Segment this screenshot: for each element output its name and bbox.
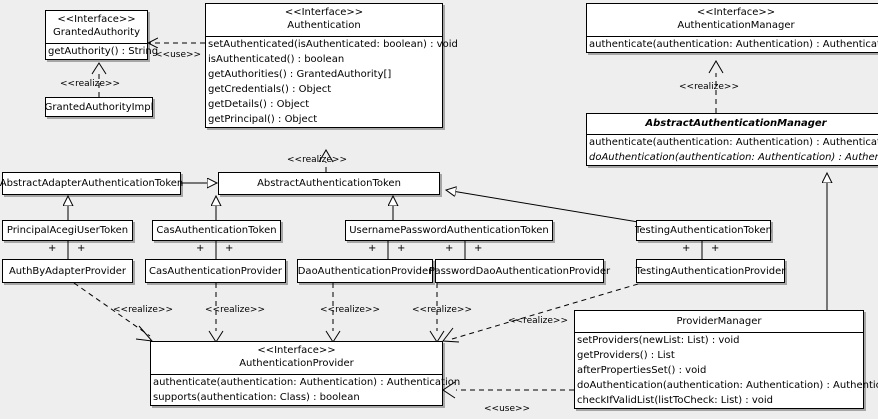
edge-generalization-testingauthenticationtoken <box>446 190 639 223</box>
class-name: PrincipalAcegiUserToken <box>6 225 129 236</box>
edge-label-realize-authenticationmanager: <<realize>> <box>679 82 739 92</box>
class-granted-authority-impl[interactable]: GrantedAuthorityImpl <box>45 97 153 117</box>
class-name: UsernamePasswordAuthenticationToken <box>349 225 549 236</box>
method-item: getAuthority() : String <box>48 46 159 57</box>
class-password-dao-authentication-provider[interactable]: PasswordDaoAuthenticationProvider <box>429 259 610 283</box>
edge-label-realize-authbyadapter: <<realize>> <box>113 305 173 315</box>
class-provider-manager[interactable]: ProviderManager setProviders(newList: Li… <box>574 310 878 409</box>
method-item: setProviders(newList: List) : void <box>577 335 740 346</box>
method-item: getPrincipal() : Object <box>208 114 318 125</box>
class-abstract-authentication-manager[interactable]: AbstractAuthenticationManager authentica… <box>586 113 878 166</box>
class-header: <<Interface>> GrantedAuthority <box>46 11 147 43</box>
class-header: <<Interface>> Authentication <box>206 4 442 36</box>
method-item: doAuthentication(authentication: Authent… <box>589 152 878 163</box>
edge-label-realize-testing: <<realize>> <box>508 316 568 326</box>
edge-label-realize-passworddao: <<realize>> <box>412 305 472 315</box>
methods-compartment: setProviders(newList: List) : void getPr… <box>575 332 878 408</box>
method-item: authenticate(authentication: Authenticat… <box>589 137 878 148</box>
multiplicity-marker: + <box>682 243 691 254</box>
class-name: CasAuthenticationProvider <box>149 265 282 277</box>
multiplicity-marker: + <box>225 243 234 254</box>
method-item: authenticate(authentication: Authenticat… <box>153 377 461 388</box>
class-name: PasswordDaoAuthenticationProvider <box>428 265 611 277</box>
class-name: AbstractAuthenticationToken <box>257 178 401 189</box>
method-item: getProviders() : List <box>577 350 675 361</box>
class-abstract-authentication-token[interactable]: AbstractAuthenticationToken <box>218 172 440 195</box>
multiplicity-marker: + <box>196 243 205 254</box>
multiplicity-marker: + <box>711 243 720 254</box>
class-dao-authentication-provider[interactable]: DaoAuthenticationProvider <box>297 259 433 283</box>
methods-compartment: authenticate(authentication: Authenticat… <box>587 134 878 165</box>
class-name: TestingAuthenticationToken <box>634 225 773 236</box>
class-authentication-manager[interactable]: <<Interface>> AuthenticationManager auth… <box>586 3 878 53</box>
class-name: AuthByAdapterProvider <box>8 265 127 277</box>
stereotype-label: <<Interface>> <box>284 7 364 18</box>
class-name: CasAuthenticationToken <box>156 225 277 236</box>
class-name: AuthenticationManager <box>677 20 795 31</box>
method-item: getDetails() : Object <box>208 99 310 110</box>
class-name: DaoAuthenticationProvider <box>297 265 433 277</box>
multiplicity-marker: + <box>77 243 86 254</box>
class-granted-authority[interactable]: <<Interface>> GrantedAuthority getAuthor… <box>45 10 159 60</box>
class-header: <<Interface>> AuthenticationProvider <box>151 342 442 374</box>
class-testing-authentication-provider[interactable]: TestingAuthenticationProvider <box>636 259 785 283</box>
multiplicity-marker: + <box>397 243 406 254</box>
stereotype-label: <<Interface>> <box>257 345 336 356</box>
methods-compartment: getAuthority() : String <box>46 43 159 59</box>
multiplicity-marker: + <box>445 243 454 254</box>
edge-label-realize-authentication: <<realize>> <box>287 155 347 165</box>
class-principal-acegi-user-token[interactable]: PrincipalAcegiUserToken <box>2 220 133 241</box>
methods-compartment: authenticate(authentication: Authenticat… <box>151 374 461 405</box>
class-header: AbstractAuthenticationManager <box>587 114 878 134</box>
class-authentication-provider[interactable]: <<Interface>> AuthenticationProvider aut… <box>150 341 461 406</box>
edge-label-use-top: <<use>> <box>155 50 202 60</box>
class-name: GrantedAuthorityImpl <box>44 101 154 113</box>
class-name: TestingAuthenticationProvider <box>635 265 786 277</box>
class-authentication[interactable]: <<Interface>> Authentication setAuthenti… <box>205 3 458 128</box>
methods-compartment: authenticate(authentication: Authenticat… <box>587 36 878 52</box>
method-item: getAuthorities() : GrantedAuthority[] <box>208 69 392 80</box>
class-name: Authentication <box>287 20 361 31</box>
edge-use-providermanager-authenticationprovider <box>442 381 574 399</box>
method-item: getCredentials() : Object <box>208 84 332 95</box>
class-name: AuthenticationProvider <box>239 358 354 369</box>
methods-compartment: setAuthenticated(isAuthenticated: boolea… <box>206 36 458 127</box>
class-name: AbstractAuthenticationManager <box>645 118 827 129</box>
edge-label-realize-dao: <<realize>> <box>320 305 380 315</box>
method-item: checkIfValidList(listToCheck: List) : vo… <box>577 395 774 406</box>
multiplicity-marker: + <box>368 243 377 254</box>
stereotype-label: <<Interface>> <box>696 7 776 18</box>
class-cas-authentication-provider[interactable]: CasAuthenticationProvider <box>145 259 286 283</box>
method-item: isAuthenticated() : boolean <box>208 54 345 65</box>
method-item: doAuthentication(authentication: Authent… <box>577 380 878 391</box>
class-testing-authentication-token[interactable]: TestingAuthenticationToken <box>634 220 773 241</box>
class-abstract-adapter-authentication-token[interactable]: AbstractAdapterAuthenticationToken <box>0 172 183 195</box>
class-name: GrantedAuthority <box>52 27 141 38</box>
class-name: AbstractAdapterAuthenticationToken <box>0 178 184 189</box>
edge-label-use-bottom: <<use>> <box>484 404 531 414</box>
class-name: ProviderManager <box>676 316 762 327</box>
class-header: ProviderManager <box>575 311 863 332</box>
method-item: supports(authentication: Class) : boolea… <box>153 392 360 403</box>
class-username-password-authentication-token[interactable]: UsernamePasswordAuthenticationToken <box>345 220 553 241</box>
edge-label-realize-cas: <<realize>> <box>205 305 265 315</box>
class-auth-by-adapter-provider[interactable]: AuthByAdapterProvider <box>2 259 133 283</box>
class-header: <<Interface>> AuthenticationManager <box>587 4 878 36</box>
edge-label-realize-grantedauthority: <<realize>> <box>60 79 120 89</box>
method-item: authenticate(authentication: Authenticat… <box>589 39 878 50</box>
multiplicity-marker: + <box>474 243 483 254</box>
stereotype-label: <<Interface>> <box>57 14 136 25</box>
method-item: afterPropertiesSet() : void <box>577 365 707 376</box>
method-item: setAuthenticated(isAuthenticated: boolea… <box>208 39 458 50</box>
multiplicity-marker: + <box>48 243 57 254</box>
class-cas-authentication-token[interactable]: CasAuthenticationToken <box>152 220 281 241</box>
